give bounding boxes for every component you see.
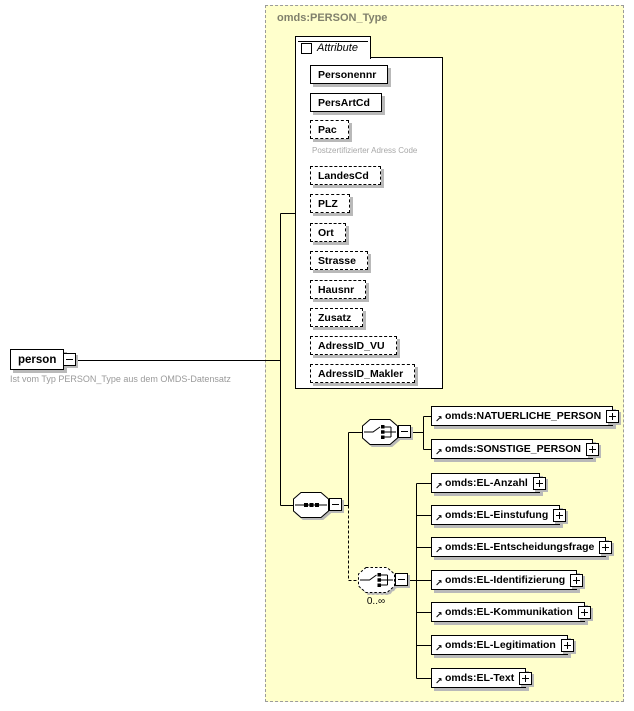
reference-arrow-icon: ↗ <box>435 482 443 492</box>
attribute-persartcd[interactable]: PersArtCd <box>310 93 382 112</box>
attribute-ort[interactable]: Ort <box>310 223 346 242</box>
attribute-label: PersArtCd <box>318 96 370 109</box>
attribute-label: Ort <box>318 226 334 239</box>
collapse-minus-icon[interactable] <box>395 573 408 586</box>
sequence-icon <box>293 492 329 518</box>
element-label: omds:NATUERLICHE_PERSON <box>445 410 602 422</box>
expand-plus-icon[interactable] <box>606 410 620 423</box>
attribute-label: AdressID_VU <box>318 339 385 352</box>
expand-plus-icon[interactable] <box>553 509 567 522</box>
attribute-label: Zusatz <box>318 311 352 324</box>
expand-plus-icon[interactable] <box>585 443 599 456</box>
expand-plus-icon[interactable] <box>560 639 574 652</box>
collapse-minus-icon[interactable] <box>329 498 342 511</box>
element-label: omds:EL-Kommunikation <box>445 606 573 618</box>
root-element-person[interactable]: person <box>10 349 77 370</box>
choice-compositor-el-optional[interactable] <box>358 567 408 593</box>
attribute-section-title: Attribute <box>317 42 358 54</box>
attribute-personennr[interactable]: Personennr <box>310 65 389 84</box>
choice-icon <box>358 567 395 593</box>
sequence-compositor[interactable] <box>293 492 342 518</box>
root-element-label: person <box>18 353 57 366</box>
occurrence-label: 0..∞ <box>366 596 386 607</box>
reference-arrow-icon: ↗ <box>435 546 443 556</box>
element-omds-el-einstufung[interactable]: ↗ omds:EL-Einstufung <box>431 505 567 525</box>
element-label: omds:EL-Anzahl <box>445 477 528 489</box>
attribute-label: Pac <box>318 123 337 136</box>
attribute-zusatz[interactable]: Zusatz <box>310 308 364 327</box>
attribute-label: PLZ <box>318 197 338 210</box>
attribute-plz[interactable]: PLZ <box>310 194 350 213</box>
reference-arrow-icon: ↗ <box>435 611 443 621</box>
attribute-landescd[interactable]: LandesCd <box>310 166 381 185</box>
attribute-hausnr[interactable]: Hausnr <box>310 280 367 299</box>
reference-arrow-icon: ↗ <box>435 644 443 654</box>
root-element-annotation: Ist vom Typ PERSON_Type aus dem OMDS-Dat… <box>10 374 231 384</box>
attribute-label: Hausnr <box>318 283 355 296</box>
element-label: omds:EL-Entscheidungsfrage <box>445 541 595 553</box>
type-container-label: omds:PERSON_Type <box>277 12 388 24</box>
reference-arrow-icon: ↗ <box>435 677 443 687</box>
collapse-minus-icon[interactable] <box>398 425 411 438</box>
expand-plus-icon[interactable] <box>599 541 613 554</box>
attribute-label: Strasse <box>318 254 356 267</box>
choice-icon <box>362 419 398 445</box>
element-label: omds:EL-Einstufung <box>445 509 549 521</box>
element-omds-natuerliche-person[interactable]: ↗ omds:NATUERLICHE_PERSON <box>431 406 620 426</box>
attribute-pac[interactable]: Pac <box>310 120 349 139</box>
expand-plus-icon[interactable] <box>570 574 584 587</box>
choice-compositor-person[interactable] <box>362 419 411 445</box>
expand-plus-icon[interactable] <box>532 477 546 490</box>
attribute-strasse[interactable]: Strasse <box>310 251 368 270</box>
element-omds-el-identifizierung[interactable]: ↗ omds:EL-Identifizierung <box>431 570 584 590</box>
collapse-minus-icon[interactable] <box>301 42 312 54</box>
attribute-section-tab[interactable]: Attribute <box>295 36 371 59</box>
element-label: omds:EL-Legitimation <box>445 639 556 651</box>
attribute-label: Personennr <box>318 68 377 81</box>
attribute-adressid-makler[interactable]: AdressID_Makler <box>310 364 416 383</box>
attribute-pac-annotation: Postzertifizierter Adress Code <box>312 146 418 155</box>
expand-plus-icon[interactable] <box>577 606 591 619</box>
collapse-minus-icon[interactable] <box>63 353 77 366</box>
element-omds-el-kommunikation[interactable]: ↗ omds:EL-Kommunikation <box>431 602 591 622</box>
element-omds-el-entscheidungsfrage[interactable]: ↗ omds:EL-Entscheidungsfrage <box>431 537 613 557</box>
element-omds-el-anzahl[interactable]: ↗ omds:EL-Anzahl <box>431 473 546 493</box>
element-omds-el-text[interactable]: ↗ omds:EL-Text <box>431 668 533 688</box>
attribute-label: LandesCd <box>318 169 369 182</box>
reference-arrow-icon: ↗ <box>435 579 443 589</box>
element-label: omds:SONSTIGE_PERSON <box>445 443 581 455</box>
element-omds-sonstige-person[interactable]: ↗ omds:SONSTIGE_PERSON <box>431 439 599 459</box>
expand-plus-icon[interactable] <box>519 672 533 685</box>
element-label: omds:EL-Identifizierung <box>445 574 566 586</box>
reference-arrow-icon: ↗ <box>435 514 443 524</box>
attribute-label: AdressID_Makler <box>318 367 404 380</box>
element-label: omds:EL-Text <box>445 672 515 684</box>
reference-arrow-icon: ↗ <box>435 448 443 458</box>
attribute-adressid-vu[interactable]: AdressID_VU <box>310 336 397 355</box>
reference-arrow-icon: ↗ <box>435 415 443 425</box>
element-omds-el-legitimation[interactable]: ↗ omds:EL-Legitimation <box>431 635 574 655</box>
